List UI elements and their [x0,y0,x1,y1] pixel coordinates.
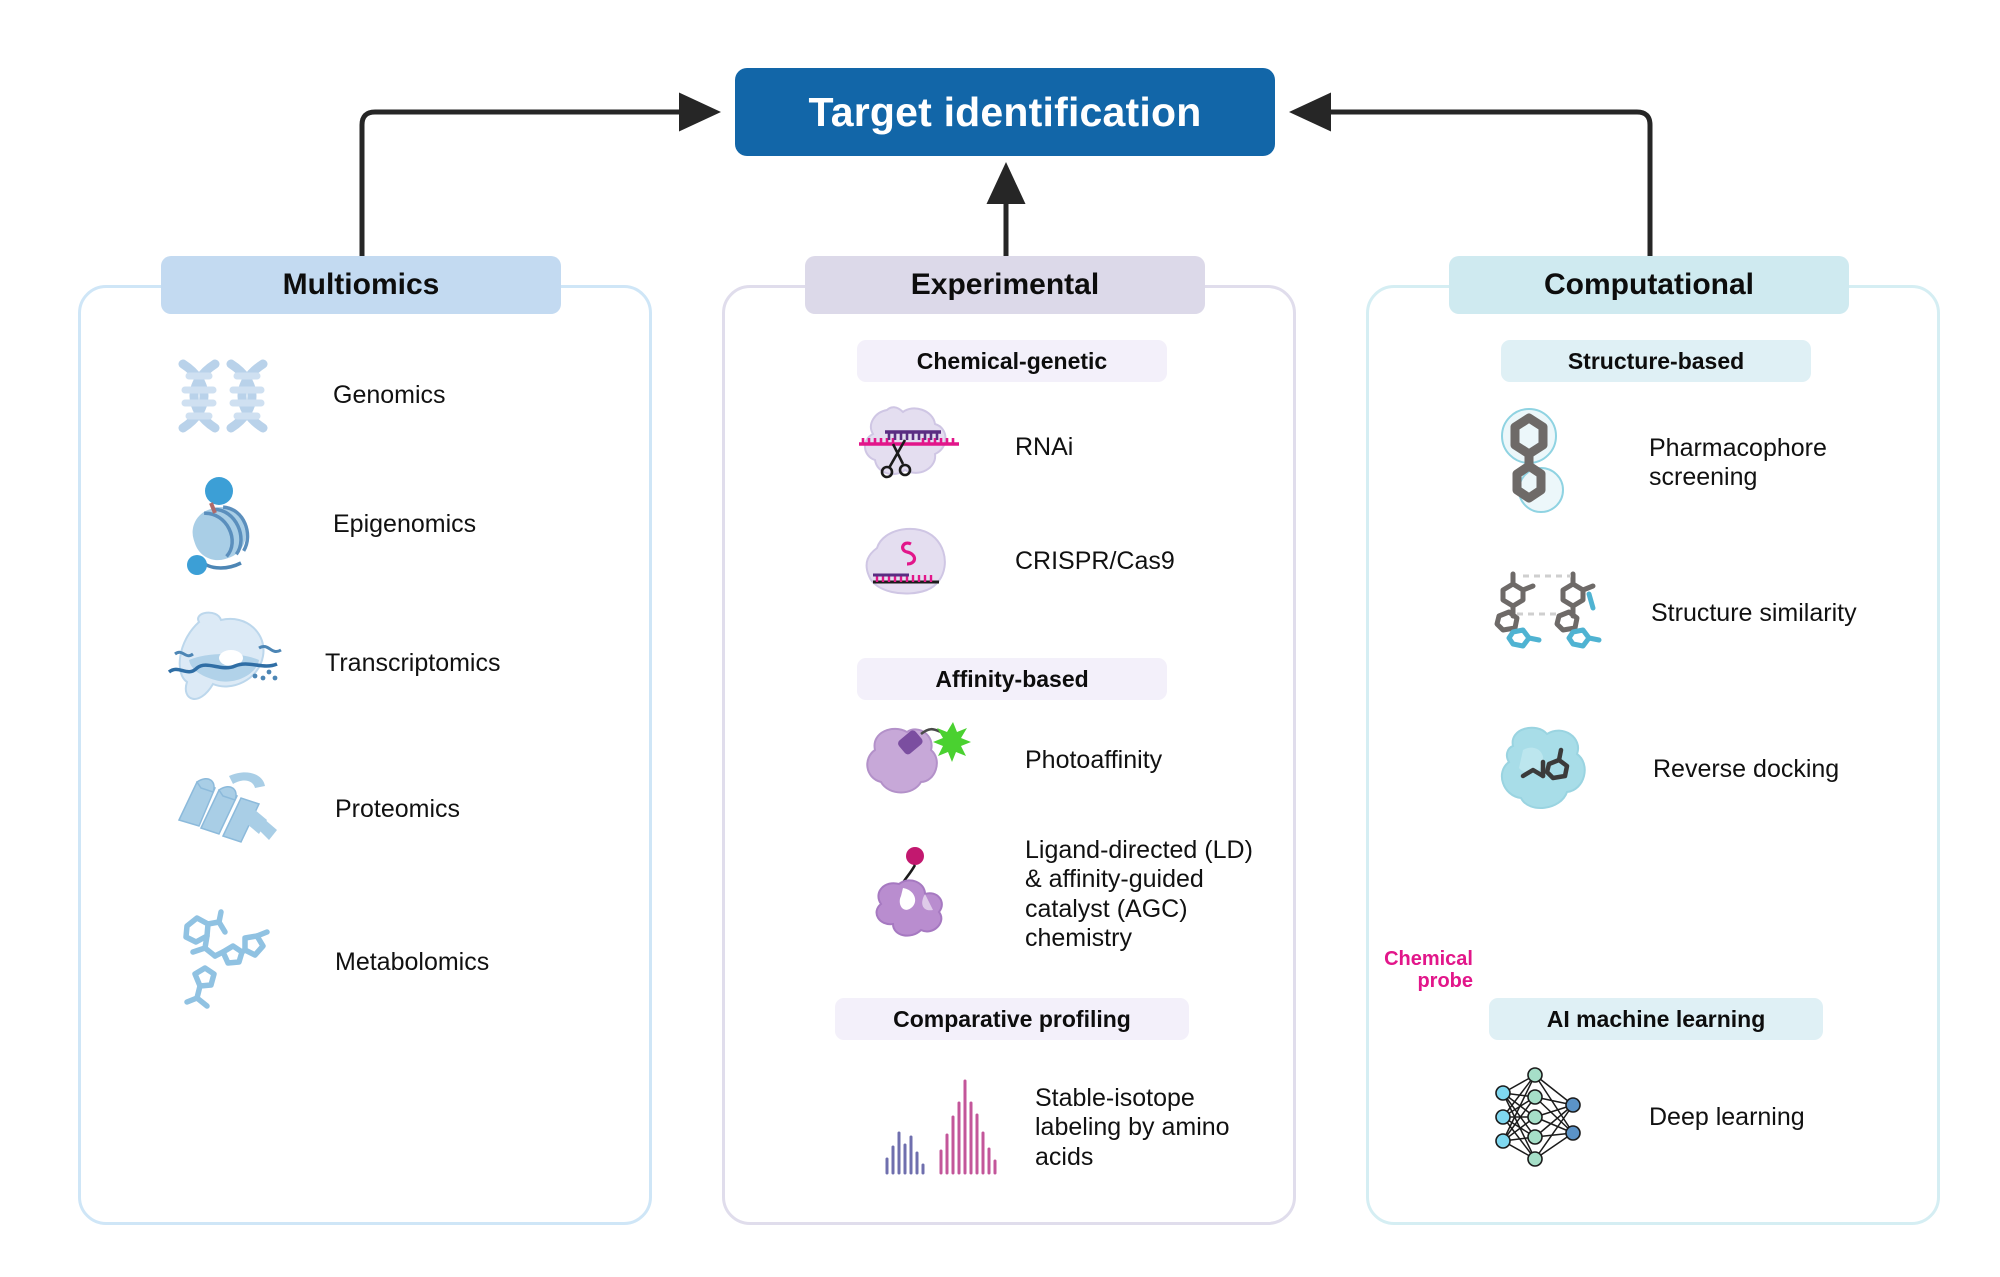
section-header-label: Comparative profiling [893,1005,1131,1032]
section-header-label: AI machine learning [1546,1005,1766,1032]
nucleosome-icon [171,473,275,577]
list-item-label: Proteomics [335,795,461,824]
section-header-label: Chemical-genetic [916,347,1108,374]
list-item-metabolomics: Metabolomics [171,908,611,1018]
section-header-affinity-based: Affinity-based [857,658,1167,700]
list-item-silac: Stable-isotope labeling by amino acids [875,1073,1295,1183]
silac-spectrum-icon [875,1073,1005,1183]
list-item-label: CRISPR/Cas9 [1015,547,1175,576]
column-header-computational: Computational [1449,256,1849,314]
list-item-structure-similarity: Structure similarity [1489,568,1929,660]
column-header-multiomics: Multiomics [161,256,561,314]
column-computational: Computational Structure-based Pharmacoph… [1366,256,1940,1225]
reverse-docking-icon [1489,720,1607,820]
list-item-label: Photoaffinity [1025,746,1163,775]
column-header-label: Experimental [910,268,1100,301]
structure-similarity-icon [1489,568,1609,660]
protein-ribbon-icon [171,758,283,862]
list-item-transcriptomics: Transcriptomics [159,608,619,720]
column-header-label: Multiomics [282,268,440,301]
chemical-probe-annotation: Chemical probe [1343,948,1473,992]
list-item-label: Metabolomics [335,948,490,977]
section-header-structure-based: Structure-based [1501,340,1811,382]
photoaffinity-probe-icon [853,716,973,806]
dna-helix-icon [171,356,275,436]
list-item-label: RNAi [1015,433,1074,462]
list-item-label: Genomics [333,381,446,410]
list-item-reverse-docking: Reverse docking [1489,720,1929,820]
section-header-ai-machine-learning: AI machine learning [1489,998,1823,1040]
crispr-cas9-icon [853,520,965,604]
chemical-probe-line1: Chemical [1384,948,1473,970]
list-item-proteomics: Proteomics [171,758,611,862]
pharmacophore-icon [1489,408,1599,518]
list-item-label: Ligand-directed (LD) & affinity-guided c… [1025,836,1253,952]
list-item-label: Deep learning [1649,1103,1805,1132]
list-item-label: Epigenomics [333,510,477,539]
list-item-label: Stable-isotope labeling by amino acids [1035,1084,1230,1171]
metabolite-molecule-icon [171,908,283,1018]
list-item-genomics: Genomics [171,356,611,436]
list-item-label: Pharmacophore screening [1649,433,1827,491]
list-item-rnai: RNAi [853,398,1273,498]
page-title: Target identification [735,68,1275,156]
section-header-chemical-genetic: Chemical-genetic [857,340,1167,382]
column-header-experimental: Experimental [805,256,1205,314]
ribosome-rna-icon [159,608,289,720]
list-item-photoaffinity: Photoaffinity [853,716,1273,806]
list-item-deep-learning: Deep learning [1489,1063,1929,1173]
list-item-label: Structure similarity [1651,599,1857,628]
column-multiomics: Multiomics [78,256,652,1225]
list-item-crispr-cas9: CRISPR/Cas9 [853,520,1273,604]
column-header-label: Computational [1544,268,1754,301]
section-header-label: Affinity-based [935,665,1089,692]
list-item-epigenomics: Epigenomics [171,473,611,577]
ligand-directed-probe-icon [853,840,973,950]
rnai-scissors-icon [853,398,965,498]
list-item-label: Transcriptomics [325,649,501,678]
list-item-pharmacophore-screening: Pharmacophore screening [1489,408,1929,518]
section-header-label: Structure-based [1567,347,1745,374]
list-item-ligand-directed: Ligand-directed (LD) & affinity-guided c… [853,836,1283,953]
chemical-probe-line2: probe [1417,970,1473,992]
page-title-text: Target identification [808,88,1202,135]
list-item-label: Reverse docking [1653,755,1840,784]
neural-network-icon [1489,1063,1601,1173]
section-header-comparative-profiling: Comparative profiling [835,998,1189,1040]
column-experimental: Experimental Chemical-genetic [722,256,1473,1225]
